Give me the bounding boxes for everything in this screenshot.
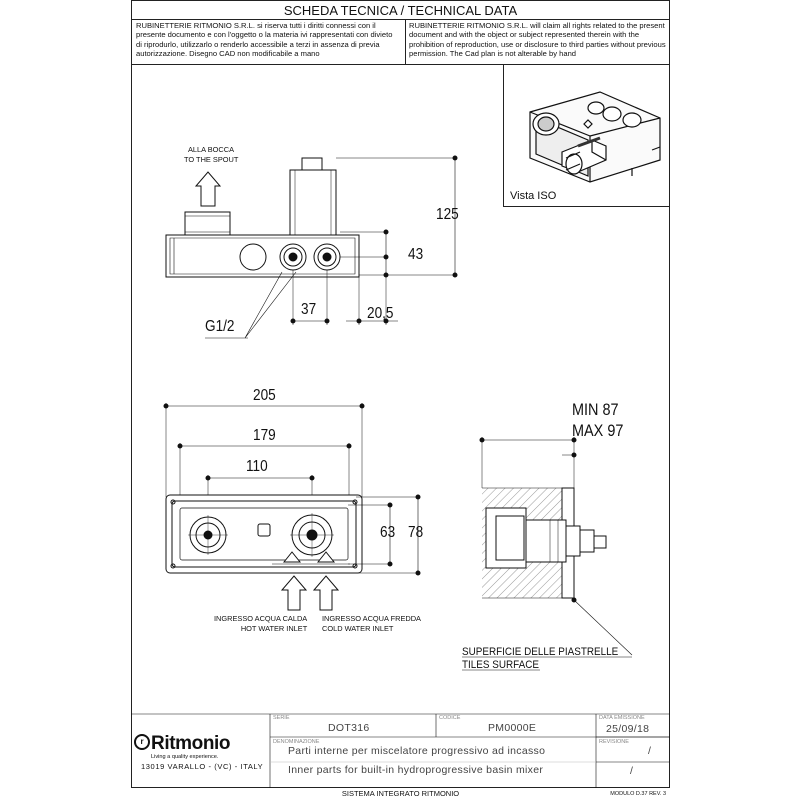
serie-value: DOT316 — [328, 722, 370, 734]
dim-63: 63 — [380, 524, 396, 541]
drawing-sheet — [131, 0, 670, 788]
iso-view-label: Vista ISO — [510, 190, 557, 202]
header-divider — [131, 19, 670, 20]
denominazione-label: DENOMINAZIONE — [273, 739, 320, 745]
cold-inlet-label: INGRESSO ACQUA FREDDA COLD WATER INLET — [322, 614, 421, 633]
dim-43: 43 — [408, 246, 424, 263]
data-emissione-value: 25/09/18 — [606, 723, 650, 735]
brand-name: Ritmonio — [151, 733, 231, 754]
codice-value: PM0000E — [488, 722, 537, 734]
header-bottom-divider — [131, 64, 670, 65]
data-emissione-label: DATA EMISSIONE — [599, 715, 645, 721]
footer-module: MODULO D.37 REV. 3 — [610, 791, 666, 797]
dim-20-5: 20,5 — [367, 305, 394, 322]
brand-tagline: Living a quality experience. — [151, 754, 219, 760]
thread-label: G1/2 — [205, 318, 235, 335]
last-cell-value: / — [630, 765, 634, 777]
serie-label: SERIE — [273, 715, 290, 721]
front-view-drawing — [163, 403, 421, 611]
copyright-notice-en: RUBINETTERIE RITMONIO S.R.L. will claim … — [409, 21, 666, 59]
title-block-lines — [131, 713, 670, 788]
description-it: Parti interne per miscelatore progressiv… — [288, 745, 546, 757]
codice-label: CODICE — [439, 715, 461, 721]
revisione-value: / — [648, 745, 652, 757]
dim-78: 78 — [408, 524, 424, 541]
side-view-drawing — [165, 155, 458, 339]
ritmonio-logo-icon: r — [134, 734, 150, 750]
dim-205: 205 — [253, 387, 276, 404]
iso-view-frame — [503, 64, 670, 207]
min-max-depth: MIN 87 MAX 97 — [572, 400, 624, 440]
footer-system: SISTEMA INTEGRATO RITMONIO — [341, 789, 460, 798]
dim-125: 125 — [436, 206, 459, 223]
hot-inlet-label: INGRESSO ACQUA CALDA HOT WATER INLET — [214, 614, 308, 633]
dim-110: 110 — [246, 458, 268, 475]
revisione-label: REVISIONE — [599, 739, 629, 745]
copyright-notice-it: RUBINETTERIE RITMONIO S.R.L. si riserva … — [136, 21, 393, 59]
dim-37: 37 — [301, 301, 317, 318]
header-column-divider — [405, 19, 406, 64]
dim-179: 179 — [253, 427, 276, 444]
document-title: SCHEDA TECNICA / TECHNICAL DATA — [283, 3, 518, 18]
description-en: Inner parts for built-in hydroprogressiv… — [288, 764, 544, 776]
spout-label: ALLA BOCCA TO THE SPOUT — [184, 145, 239, 164]
brand-address: 13019 VARALLO - (VC) - ITALY — [141, 762, 264, 771]
tiles-surface-label: SUPERFICIE DELLE PIASTRELLE TILES SURFAC… — [462, 646, 619, 671]
iso-view-drawing — [529, 91, 661, 183]
section-view-drawing — [462, 437, 633, 671]
